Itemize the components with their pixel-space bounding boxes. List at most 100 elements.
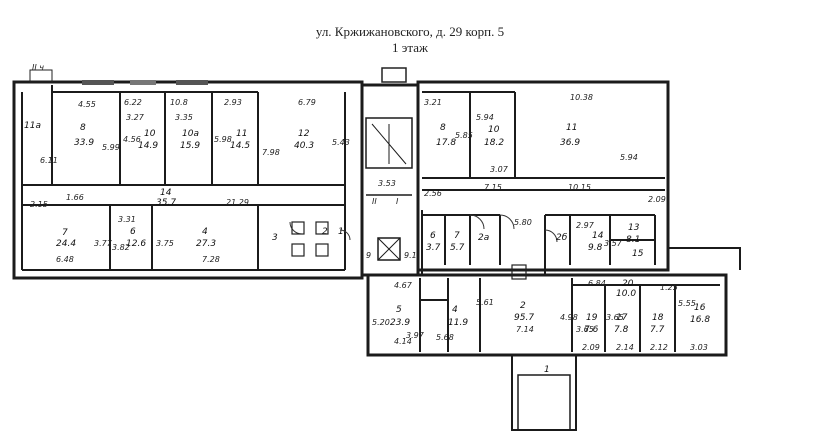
room-12-number: 12 [298, 129, 310, 139]
rw-corridor-dim-a: 2.56 [424, 189, 442, 198]
stair-mark-ii: II [372, 197, 377, 206]
rw-room-10-area: 18.2 [484, 138, 504, 148]
lb-room-5-dim-d: 3.97 [406, 331, 425, 340]
rw-room-13-number: 13 [628, 223, 640, 233]
hatch-strip [82, 80, 114, 85]
lower-block-walls [419, 278, 720, 352]
lb-room-2-dim-b: 4.98 [560, 313, 578, 322]
lb-room-16-dim-b: 3.03 [690, 343, 708, 352]
lb-room-5-area: 23.9 [390, 318, 410, 328]
door-swing [339, 229, 351, 241]
rw-room-6-number: 6 [430, 231, 436, 241]
room-10-dim-a: 3.27 [126, 113, 145, 122]
rw-room-14-number: 14 [592, 231, 604, 241]
rw-room-6-area: 3.7 [426, 243, 441, 253]
room-7-area: 24.4 [56, 239, 76, 249]
room-8-area: 33.9 [74, 138, 94, 148]
lb-room-16-number: 16 [694, 303, 706, 313]
lb-room-2-area: 95.7 [514, 313, 534, 323]
left-wing-walls [21, 85, 346, 271]
lb-room-17-dim-b: 3.65 [606, 313, 624, 322]
hatch-strip [130, 80, 156, 85]
stair-mark-91: 9.1 [404, 251, 417, 260]
lb-room-2-dim-a: 7.14 [516, 325, 534, 334]
rw-room-13-area: 8.1 [626, 235, 640, 245]
rw-room-14-dim-b: 3.57 [604, 239, 623, 248]
room-7-dim-b: 3.77 [94, 239, 113, 248]
room-10a-area: 15.9 [180, 141, 200, 151]
room-12-dim-b: 7.98 [262, 148, 280, 157]
hatched-strips [29, 67, 407, 85]
elevator-shaft [377, 237, 401, 261]
hatch-strip [176, 80, 208, 85]
rw-room-8-dim-a: 3.21 [424, 98, 442, 107]
rw-corridor-dim-d: 2.09 [648, 195, 666, 204]
lb-room-17-dim-a: 2.14 [616, 343, 634, 352]
lb-room-17-area: 7.8 [614, 325, 629, 335]
room-8-number: 8 [80, 123, 86, 133]
room-4-number: 4 [202, 227, 208, 237]
lb-room-19-dim-b: 2.09 [582, 343, 600, 352]
rw-room-11-area: 36.9 [560, 138, 580, 148]
rw-room-10-dim-b: 3.07 [490, 165, 509, 174]
rw-corridor-dim-b: 7.15 [484, 183, 502, 192]
rw-room-10-dim-a: 5.94 [476, 113, 494, 122]
room-11a-number: 11а [24, 121, 41, 131]
floor-label: 1 этаж [392, 40, 428, 55]
room-11-dim-a: 2.93 [224, 98, 242, 107]
lb-room-5-dim-c: 4.14 [394, 337, 412, 346]
room-11-area: 14.5 [230, 141, 250, 151]
lb-room-5-number: 5 [396, 305, 402, 315]
stair-core-dim: 3.53 [378, 179, 396, 188]
room-6-number: 6 [130, 227, 136, 237]
door-swing [544, 229, 558, 243]
rw-room-8-number: 8 [440, 123, 446, 133]
rw-room-20-number: 20 [622, 279, 634, 289]
rw-room-8-area: 17.8 [436, 138, 456, 148]
room-11a-dim-b: 6.11 [40, 156, 58, 165]
rw-room-10-number: 10 [488, 125, 500, 135]
lb-room-18-area: 7.7 [650, 325, 665, 335]
lb-room-18-number: 18 [652, 313, 664, 323]
room-10-number: 10 [144, 129, 156, 139]
rw-room-11-number: 11 [566, 123, 577, 133]
rw-room-15-number: 15 [632, 249, 644, 259]
lb-room-4-dim-b: 5.68 [436, 333, 454, 342]
lb-room-5-dim-a: 4.67 [394, 281, 413, 290]
room-11-number: 11 [236, 129, 247, 139]
right-wing-outline [416, 80, 670, 272]
entrance-number: 1 [544, 365, 550, 375]
room-4-dim-a: 7.28 [202, 255, 220, 264]
lb-room-2-number: 2 [520, 301, 526, 311]
rw-room-7-area: 5.7 [450, 243, 465, 253]
stair-core-walls [365, 117, 413, 261]
room-10a-dim: 3.35 [175, 113, 193, 122]
lb-room-4-area: 11.9 [448, 318, 468, 328]
room-10-area: 14.9 [138, 141, 158, 151]
staircase [365, 117, 413, 169]
door-swing [499, 214, 515, 230]
room-12-dim-c: 5.43 [332, 138, 350, 147]
room-3-number: 3 [272, 233, 278, 243]
plan-title: ул. Кржижановского, д. 29 корп. 5 [315, 24, 505, 39]
rw-room-8-dim-b: 5.85 [455, 131, 473, 140]
rw-room-2b-number: 2б [556, 233, 568, 243]
corner-mark: II ч [32, 63, 44, 72]
room-14-area: 35.7 [156, 198, 176, 208]
lb-room-4-dim-a: 5.61 [476, 298, 494, 307]
lb-room-5-dim-b: 5.20 [372, 318, 390, 327]
sink-fixture [315, 221, 329, 235]
room-12-dim-a: 6.79 [298, 98, 316, 107]
rw-room-7-number: 7 [454, 231, 460, 241]
room-4-area: 27.3 [196, 239, 216, 249]
column-fixture [511, 264, 527, 280]
toilet-fixture [315, 243, 329, 257]
lb-room-19-number: 19 [586, 313, 598, 323]
stair-mark-i: I [396, 197, 399, 206]
room-11-dim-b: 5.98 [214, 135, 232, 144]
lb-room-19-dim-a: 3.65 [576, 325, 594, 334]
stair-mark-9: 9 [366, 251, 371, 260]
rw-dim-580: 5.80 [514, 218, 532, 227]
lb-room-19-area: 7.6 [584, 325, 599, 335]
room-14-number: 14 [160, 188, 172, 198]
